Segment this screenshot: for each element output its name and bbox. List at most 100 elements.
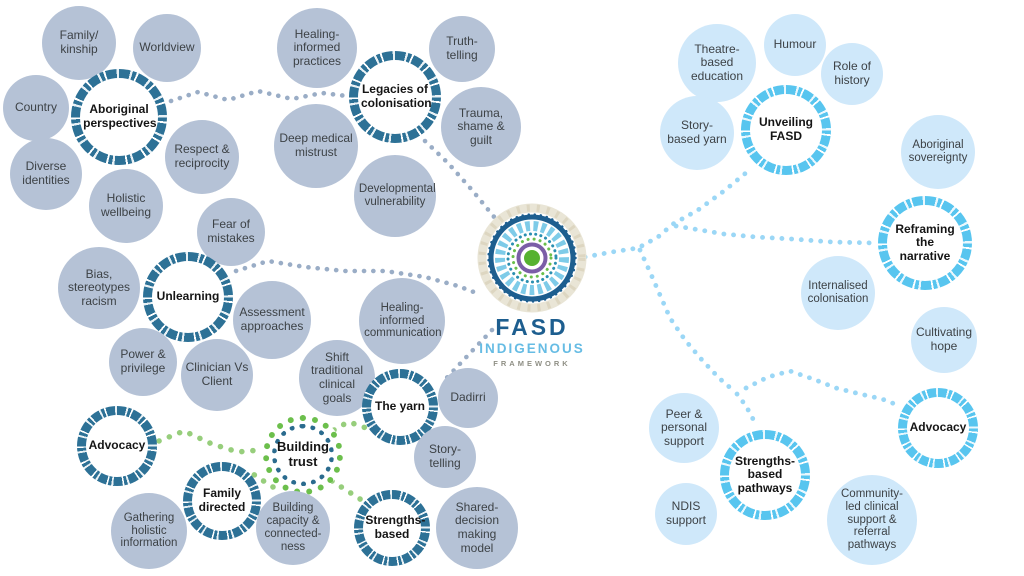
country-label: Country: [14, 100, 57, 115]
unveiling-fasd: Unveiling FASD: [741, 85, 831, 175]
developmental-vulnerability: Developmental vulnerability: [354, 155, 436, 237]
family-directed-label: Family directed: [198, 486, 246, 514]
logo-subtitle: INDIGENOUS: [479, 341, 585, 356]
link-unlearning-logo: [233, 258, 482, 297]
strengths-based-pathways-label: Strengths- based pathways: [734, 453, 795, 495]
assessment-approaches: Assessment approaches: [233, 281, 311, 359]
family-directed: Family directed: [183, 462, 261, 540]
shift-traditional-clinical-goals-label: Shift traditional clinical goals: [310, 349, 364, 405]
legacies-of-colonisation-label: Legacies of colonisation: [360, 82, 432, 110]
building-trust: Building trust: [263, 415, 343, 495]
reframing-the-narrative-label: Reframing the narrative: [895, 221, 955, 263]
advocacy-right: Advocacy: [898, 388, 978, 468]
fasd-indigenous-framework-logo: FASD INDIGENOUS FRAMEWORK: [466, 202, 598, 370]
ndis-support: NDIS support: [655, 483, 717, 545]
legacies-of-colonisation: Legacies of colonisation: [349, 51, 441, 143]
truth-telling: Truth-telling: [429, 16, 495, 82]
fear-of-mistakes: Fear of mistakes: [197, 198, 265, 266]
link-junction-reframing: [673, 223, 877, 246]
building-capacity-connectedness-label: Building capacity & connected- ness: [264, 502, 322, 553]
aboriginal-sovereignty: Aboriginal sovereignty: [901, 115, 975, 189]
shared-decision-making-model: Shared- decision making model: [436, 487, 518, 569]
internalised-colonisation-label: Internalised colonisation: [807, 280, 869, 305]
building-trust-label: Building trust: [276, 439, 329, 469]
theatre-based-education: Theatre- based education: [678, 24, 756, 102]
strengths-based: Strengths-based: [354, 490, 430, 566]
link-junction-pathways: [734, 391, 760, 430]
worldview-label: Worldview: [139, 40, 195, 55]
dadirri-label: Dadirri: [450, 390, 486, 405]
clinician-vs-client-label: Clinician Vs Client: [185, 360, 249, 388]
theatre-based-education-label: Theatre- based education: [690, 41, 744, 83]
gathering-holistic-information: Gathering holistic information: [111, 493, 187, 569]
advocacy-left-label: Advocacy: [88, 438, 146, 453]
trauma-shame-guilt: Trauma, shame & guilt: [441, 87, 521, 167]
power-privilege: Power & privilege: [109, 328, 177, 396]
the-yarn-label: The yarn: [374, 399, 425, 414]
gathering-holistic-information-label: Gathering holistic information: [120, 511, 178, 550]
link-buildingtrust-strengthsbased: [329, 478, 369, 506]
link-junction-advocacyright: [743, 368, 903, 409]
story-telling-label: Story- telling: [428, 442, 461, 470]
fear-of-mistakes-label: Fear of mistakes: [207, 217, 255, 245]
ndis-support-label: NDIS support: [665, 499, 706, 527]
respect-reciprocity-label: Respect & reciprocity: [174, 142, 230, 170]
deep-medical-mistrust: Deep medical mistrust: [274, 104, 358, 188]
trauma-shame-guilt-label: Trauma, shame & guilt: [457, 105, 505, 147]
cultivating-hope-label: Cultivating hope: [915, 325, 972, 353]
unlearning-label: Unlearning: [156, 289, 220, 304]
country: Country: [3, 75, 69, 141]
holistic-wellbeing: Holistic wellbeing: [89, 169, 163, 243]
aboriginal-perspectives-label: Aboriginal perspectives: [83, 102, 157, 130]
fasd-logo-mandala: [477, 203, 587, 313]
diverse-identities-label: Diverse identities: [22, 159, 70, 187]
cultivating-hope: Cultivating hope: [911, 307, 977, 373]
bias-stereotypes-racism-label: Bias, stereotypes racism: [67, 266, 131, 308]
holistic-wellbeing-label: Holistic wellbeing: [100, 191, 152, 219]
healing-informed-practices-label: Healing-informed practices: [292, 26, 341, 68]
developmental-vulnerability-label: Developmental vulnerability: [358, 183, 436, 208]
link-aboriginal-legacies: [168, 88, 350, 104]
logo-subtitle-2: FRAMEWORK: [493, 358, 571, 368]
unlearning: Unlearning: [143, 252, 233, 342]
healing-informed-communication: Healing-informed communication: [359, 278, 445, 364]
diverse-identities: Diverse identities: [10, 138, 82, 210]
link-buildingtrust-yarn: [331, 419, 375, 435]
worldview: Worldview: [133, 14, 201, 82]
humour: Humour: [764, 14, 826, 76]
family-kinship: Family/ kinship: [42, 6, 116, 80]
community-led-clinical-support: Community- led clinical support & referr…: [827, 475, 917, 565]
aboriginal-sovereignty-label: Aboriginal sovereignty: [908, 139, 968, 164]
power-privilege-label: Power & privilege: [120, 347, 166, 375]
story-telling: Story- telling: [414, 426, 476, 488]
advocacy-right-label: Advocacy: [909, 420, 967, 435]
logo-title: FASD: [495, 314, 569, 340]
link-logo-unveiling: [582, 169, 750, 260]
link-buildingtrust-familydirected: [250, 471, 276, 490]
link-legacies-logo: [422, 138, 498, 221]
shared-decision-making-model-label: Shared- decision making model: [454, 499, 500, 555]
strengths-based-pathways: Strengths- based pathways: [720, 430, 810, 520]
unveiling-fasd-label: Unveiling FASD: [758, 115, 813, 143]
peer-personal-support-label: Peer & personal support: [660, 406, 708, 448]
link-logo-bottomright: [637, 247, 737, 394]
community-led-clinical-support-label: Community- led clinical support & referr…: [841, 487, 903, 552]
healing-informed-communication-label: Healing-informed communication: [364, 301, 442, 340]
story-based-yarn: Story- based yarn: [660, 96, 734, 170]
family-kinship-label: Family/ kinship: [59, 28, 99, 56]
role-of-history-label: Role of history: [832, 59, 871, 87]
healing-informed-practices: Healing-informed practices: [277, 8, 357, 88]
deep-medical-mistrust-label: Deep medical mistrust: [279, 131, 353, 159]
link-advocacy-buildingtrust: [156, 428, 263, 455]
humour-label: Humour: [773, 37, 817, 52]
respect-reciprocity: Respect & reciprocity: [165, 120, 239, 194]
dadirri: Dadirri: [438, 368, 498, 428]
reframing-the-narrative: Reframing the narrative: [878, 196, 972, 290]
clinician-vs-client: Clinician Vs Client: [181, 339, 253, 411]
internalised-colonisation: Internalised colonisation: [801, 256, 875, 330]
truth-telling-label: Truth-telling: [446, 34, 478, 62]
role-of-history: Role of history: [821, 43, 883, 105]
peer-personal-support: Peer & personal support: [649, 393, 719, 463]
bias-stereotypes-racism: Bias, stereotypes racism: [58, 247, 140, 329]
